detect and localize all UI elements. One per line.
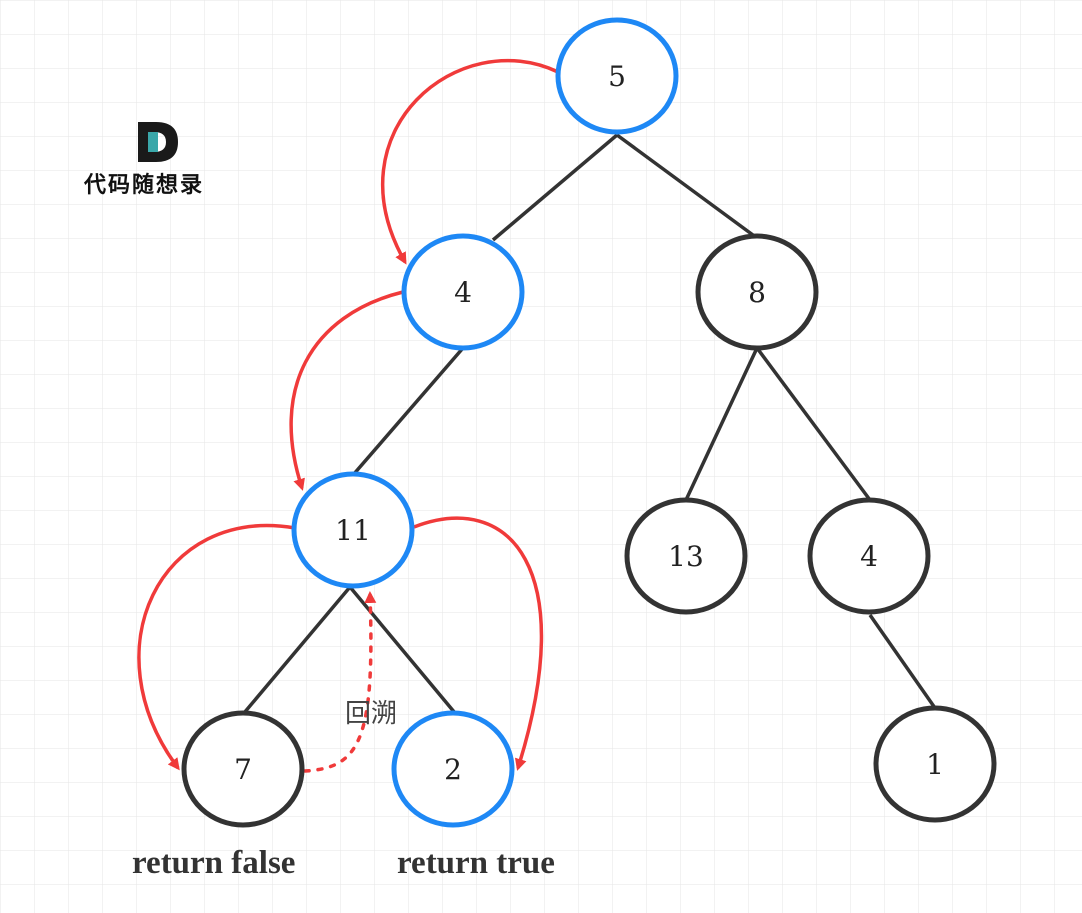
traversal-arrows: [137, 59, 559, 773]
node-label-4-right: 4: [860, 540, 878, 573]
node-label-13: 13: [668, 540, 704, 573]
node-label-1: 1: [926, 748, 944, 781]
edge-5-8: [615, 133, 759, 240]
tree-node-5: 5: [555, 17, 679, 135]
arrow-11-to-7: [137, 523, 296, 771]
logo: 代码随想录: [83, 122, 204, 198]
arrow-4-to-11: [289, 290, 404, 491]
tree-edges: [242, 133, 937, 715]
logo-mark-bar: [138, 122, 148, 162]
tree-node-7: 7: [181, 710, 305, 828]
tree-node-2: 2: [391, 710, 515, 828]
node-label-2: 2: [444, 753, 462, 786]
logo-mark-teal: [148, 132, 158, 152]
node-label-11: 11: [335, 514, 371, 547]
node-label-5: 5: [608, 60, 626, 93]
backtrack-label: 回溯: [345, 699, 397, 729]
tree-node-4-right: 4: [807, 497, 931, 615]
tree-node-1: 1: [873, 705, 997, 823]
tree-node-4-left: 4: [401, 233, 525, 351]
tree-nodes: 5 4 8 11 13 4 7 2: [181, 17, 997, 828]
return-true-label: return true: [397, 845, 555, 881]
edge-4-1: [868, 613, 937, 710]
tree-node-13: 13: [624, 497, 748, 615]
edge-5-4: [491, 133, 619, 242]
node-label-8: 8: [748, 276, 766, 309]
edge-11-7: [242, 585, 352, 715]
edge-11-2: [348, 585, 457, 715]
tree-node-11: 11: [291, 471, 415, 589]
logo-text: 代码随想录: [83, 172, 204, 198]
edge-8-4: [755, 346, 872, 502]
tree-node-8: 8: [695, 233, 819, 351]
arrow-11-to-2: [413, 516, 544, 771]
edge-4-11: [351, 346, 465, 477]
node-label-7: 7: [234, 753, 252, 786]
arrow-5-to-4: [381, 59, 559, 265]
return-false-label: return false: [132, 845, 295, 881]
edge-8-13: [684, 347, 759, 501]
arrow-backtrack: [303, 591, 377, 773]
node-label-4-left: 4: [454, 276, 472, 309]
